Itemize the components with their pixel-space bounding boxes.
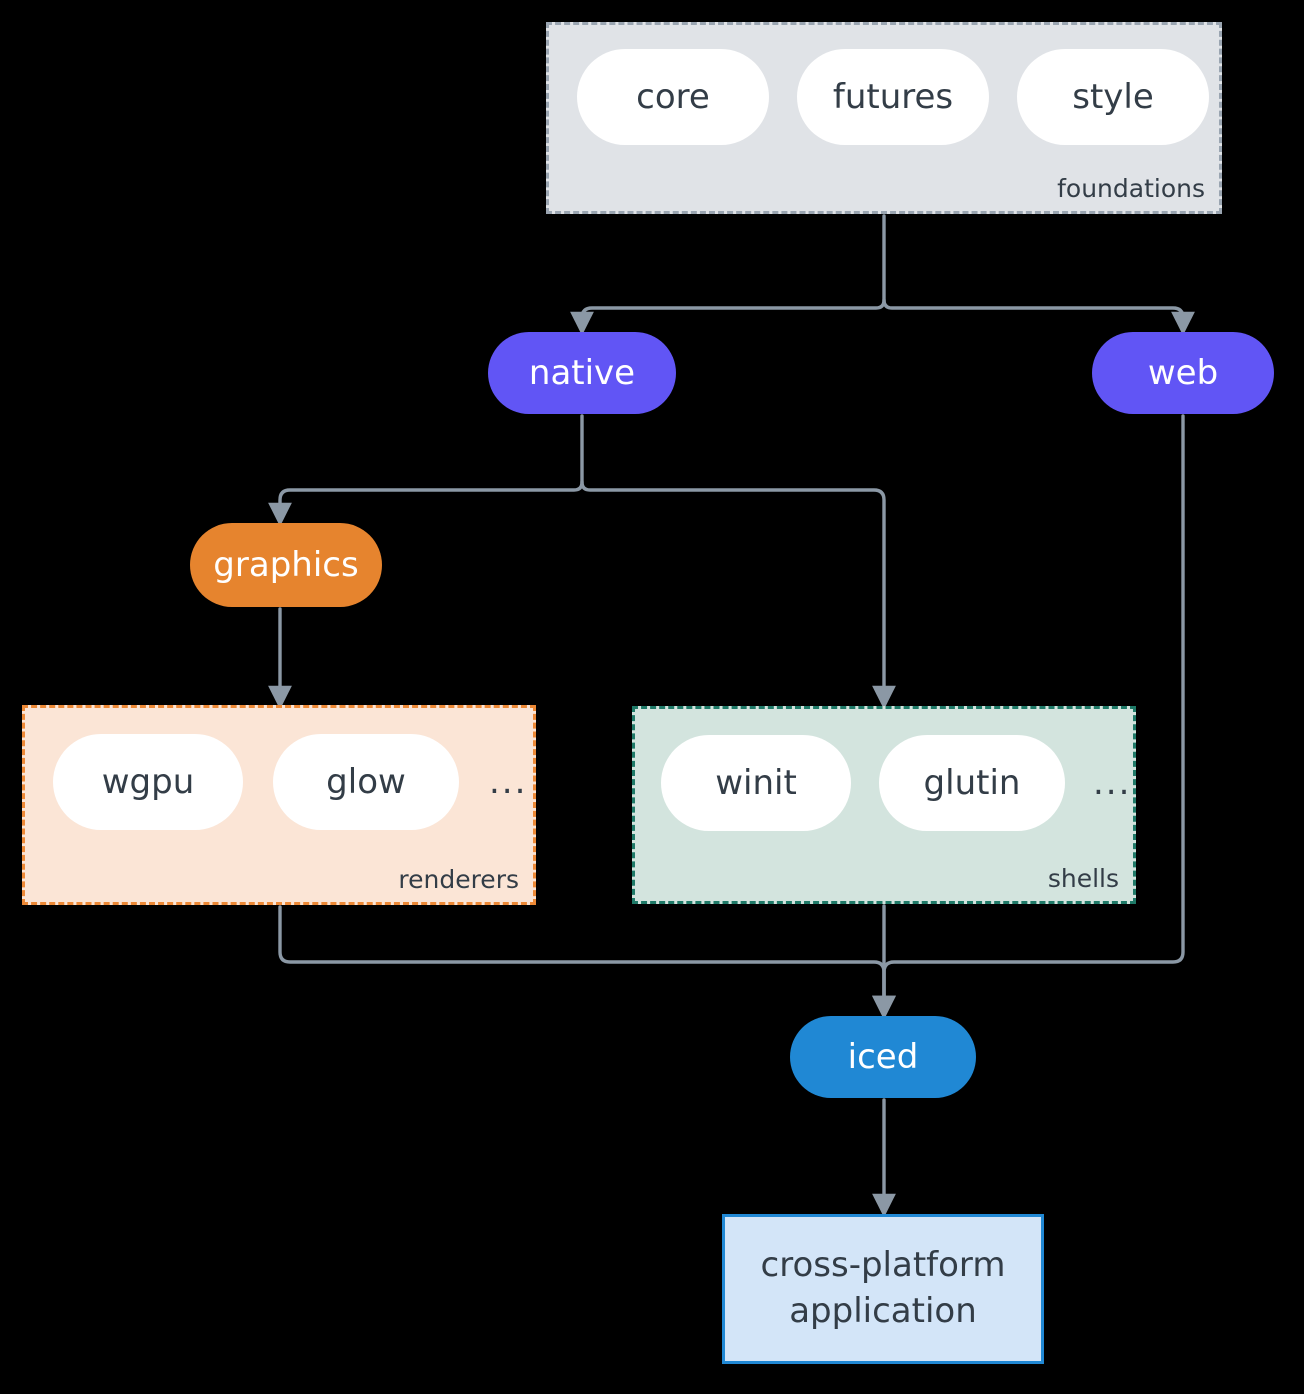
edge-foundations-web [882,298,1195,336]
node-futures[interactable]: futures [797,49,989,145]
node-wgpu[interactable]: wgpu [53,734,243,830]
renderers-members: wgpu glow ... [53,734,527,830]
node-graphics[interactable]: graphics [190,523,382,607]
application-line-2: application [789,1291,977,1331]
edge-native-graphics [268,414,584,527]
node-iced[interactable]: iced [790,1016,976,1098]
cluster-label-foundations: foundations [1057,174,1205,203]
node-glutin[interactable]: glutin [879,735,1065,831]
cluster-label-shells: shells [1047,864,1119,893]
node-web[interactable]: web [1092,332,1274,414]
cluster-shells: winit glutin ... shells [632,706,1136,904]
node-cross-platform-application[interactable]: cross-platform application [722,1214,1044,1364]
node-core[interactable]: core [577,49,769,145]
edge-renderers-iced [278,905,896,1020]
shells-members: winit glutin ... [661,735,1131,831]
node-winit[interactable]: winit [661,735,851,831]
node-style[interactable]: style [1017,49,1209,145]
renderers-ellipsis: ... [489,762,528,802]
cluster-label-renderers: renderers [398,865,519,894]
shells-ellipsis: ... [1093,763,1132,803]
foundations-members: core futures style [577,49,1209,145]
cluster-renderers: wgpu glow ... renderers [22,705,536,905]
node-native[interactable]: native [488,332,676,414]
edge-native-shells [580,480,896,710]
application-line-1: cross-platform [760,1245,1006,1286]
edge-foundations-native [570,214,886,336]
cluster-foundations: core futures style foundations [546,22,1222,214]
node-glow[interactable]: glow [273,734,459,830]
